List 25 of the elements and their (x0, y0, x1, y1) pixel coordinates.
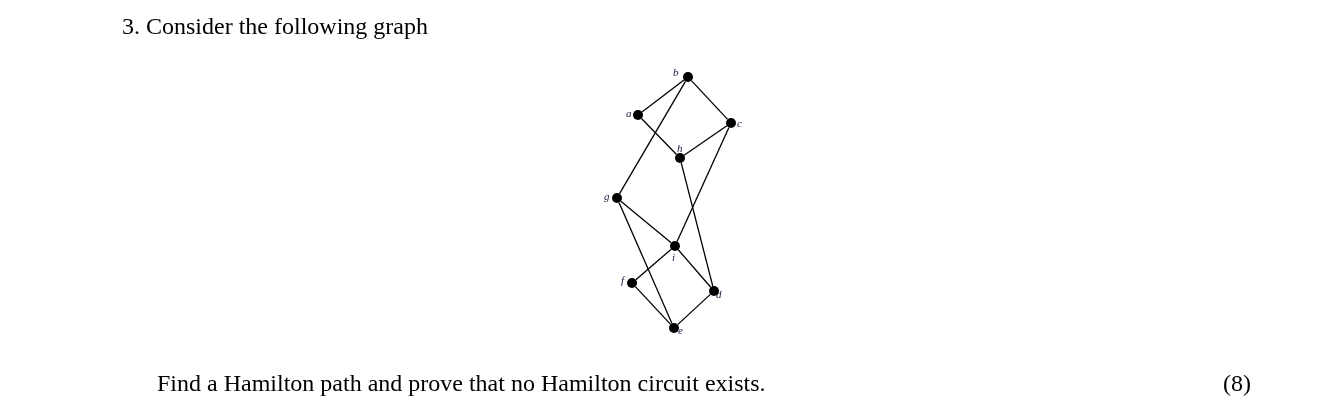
graph-edge (640, 117, 678, 156)
vertex-label: h (677, 142, 683, 154)
vertex-label: e (678, 324, 683, 336)
graph-edge (683, 125, 728, 156)
vertex-label: g (604, 190, 610, 202)
question-text: Find a Hamilton path and prove that no Hamilton circuit exists. (157, 369, 766, 397)
vertex-label: a (626, 107, 632, 119)
graph-edge (690, 80, 729, 120)
graph-edge (620, 200, 672, 244)
graph-edge (641, 79, 685, 113)
graph-edge (677, 293, 711, 326)
graph-edge (635, 248, 672, 281)
vertex-label: c (737, 117, 742, 129)
vertex-label: b (673, 66, 679, 78)
graph-edge (618, 80, 687, 195)
vertex-label: i (672, 251, 676, 263)
graph-edge (677, 249, 712, 288)
marks-label: (8) (1223, 369, 1251, 397)
graph-edge (676, 126, 730, 243)
vertex-label: d (716, 288, 722, 300)
question-heading: 3. Consider the following graph (122, 12, 428, 40)
graph-edge (680, 162, 714, 287)
graph-edge (634, 286, 672, 325)
graph-edge (618, 201, 673, 325)
vertex-label: f (621, 274, 625, 286)
